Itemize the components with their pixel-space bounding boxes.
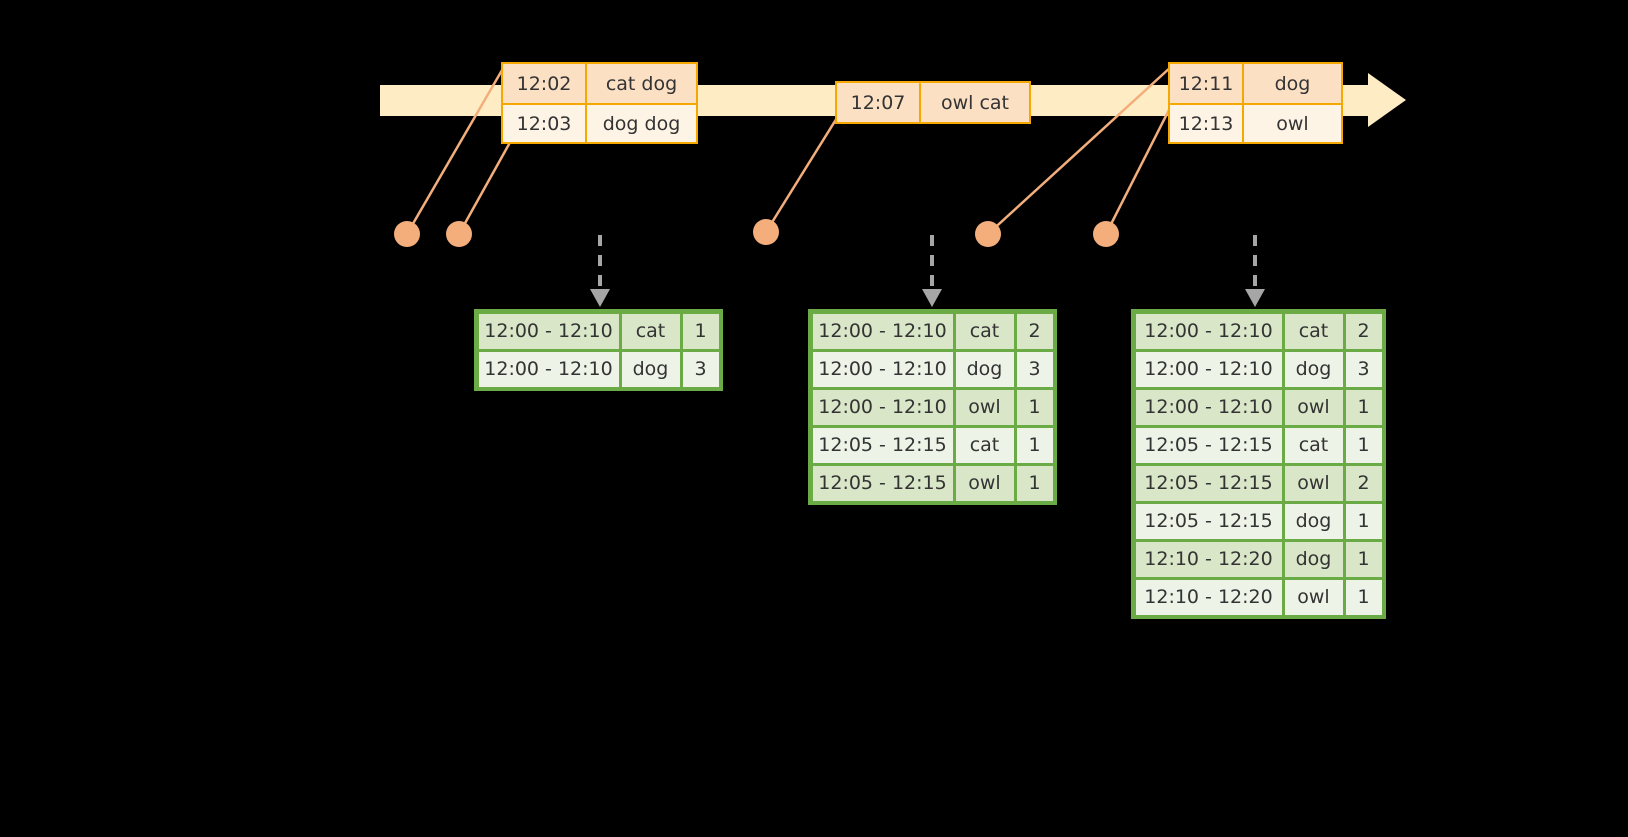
connector-line [1104,103,1174,235]
count-cell: 1 [1016,389,1053,425]
word-cell: dog [1284,351,1343,387]
count-cell: 1 [1016,465,1053,501]
word-cell: cat [621,313,680,349]
flow-arrow-1 [590,235,610,307]
event-group-3[interactable]: 12:11 dog 12:13 owl [1168,62,1343,144]
event-time: 12:03 [503,105,587,142]
event-dot [394,221,420,247]
event-dot [753,219,779,245]
count-cell: 1 [1345,427,1382,463]
word-cell: dog [955,351,1014,387]
window-cell: 12:00 - 12:10 [812,313,953,349]
word-cell: owl [955,389,1014,425]
count-cell: 1 [1345,503,1382,539]
word-cell: dog [621,351,680,387]
event-dot [1093,221,1119,247]
word-cell: cat [1284,313,1343,349]
window-cell: 12:05 - 12:15 [1135,427,1282,463]
connector-line [764,112,842,233]
window-cell: 12:00 - 12:10 [812,351,953,387]
count-cell: 3 [1345,351,1382,387]
event-dot [975,221,1001,247]
window-cell: 12:05 - 12:15 [812,465,953,501]
flow-arrow-3 [1245,235,1265,307]
flow-arrow-2 [922,235,942,307]
window-cell: 12:00 - 12:10 [812,389,953,425]
event-words: owl [1244,105,1341,142]
window-cell: 12:00 - 12:10 [1135,351,1282,387]
word-cell: owl [1284,465,1343,501]
window-cell: 12:00 - 12:10 [1135,389,1282,425]
window-cell: 12:10 - 12:20 [1135,579,1282,615]
event-time: 12:07 [837,83,921,122]
count-cell: 2 [1345,313,1382,349]
word-cell: cat [955,313,1014,349]
count-cell: 3 [682,351,719,387]
event-row[interactable]: 12:13 owl [1170,103,1341,142]
count-cell: 2 [1016,313,1053,349]
window-cell: 12:05 - 12:15 [1135,503,1282,539]
window-cell: 12:05 - 12:15 [812,427,953,463]
word-cell: dog [1284,541,1343,577]
count-cell: 2 [1345,465,1382,501]
count-cell: 1 [1345,541,1382,577]
event-words: cat dog [587,64,696,103]
event-row[interactable]: 12:11 dog [1170,64,1341,103]
event-time: 12:11 [1170,64,1244,103]
window-cell: 12:05 - 12:15 [1135,465,1282,501]
event-time: 12:13 [1170,105,1244,142]
window-cell: 12:00 - 12:10 [1135,313,1282,349]
event-group-1[interactable]: 12:02 cat dog 12:03 dog dog [501,62,698,144]
count-cell: 1 [1016,427,1053,463]
timeline-arrowhead-icon [1368,73,1406,127]
window-cell: 12:10 - 12:20 [1135,541,1282,577]
event-words: dog dog [587,105,696,142]
event-words: owl cat [921,83,1029,122]
event-dot [446,221,472,247]
count-cell: 1 [682,313,719,349]
word-cell: owl [1284,389,1343,425]
count-cell: 3 [1016,351,1053,387]
word-cell: owl [955,465,1014,501]
word-cell: cat [1284,427,1343,463]
window-cell: 12:00 - 12:10 [478,313,619,349]
event-group-2[interactable]: 12:07 owl cat [835,81,1031,124]
event-row[interactable]: 12:03 dog dog [503,103,696,142]
word-cell: dog [1284,503,1343,539]
word-cell: owl [1284,579,1343,615]
count-cell: 1 [1345,389,1382,425]
event-row[interactable]: 12:02 cat dog [503,64,696,103]
count-cell: 1 [1345,579,1382,615]
event-words: dog [1244,64,1341,103]
word-cell: cat [955,427,1014,463]
event-row[interactable]: 12:07 owl cat [837,83,1029,122]
window-cell: 12:00 - 12:10 [478,351,619,387]
event-time: 12:02 [503,64,587,103]
